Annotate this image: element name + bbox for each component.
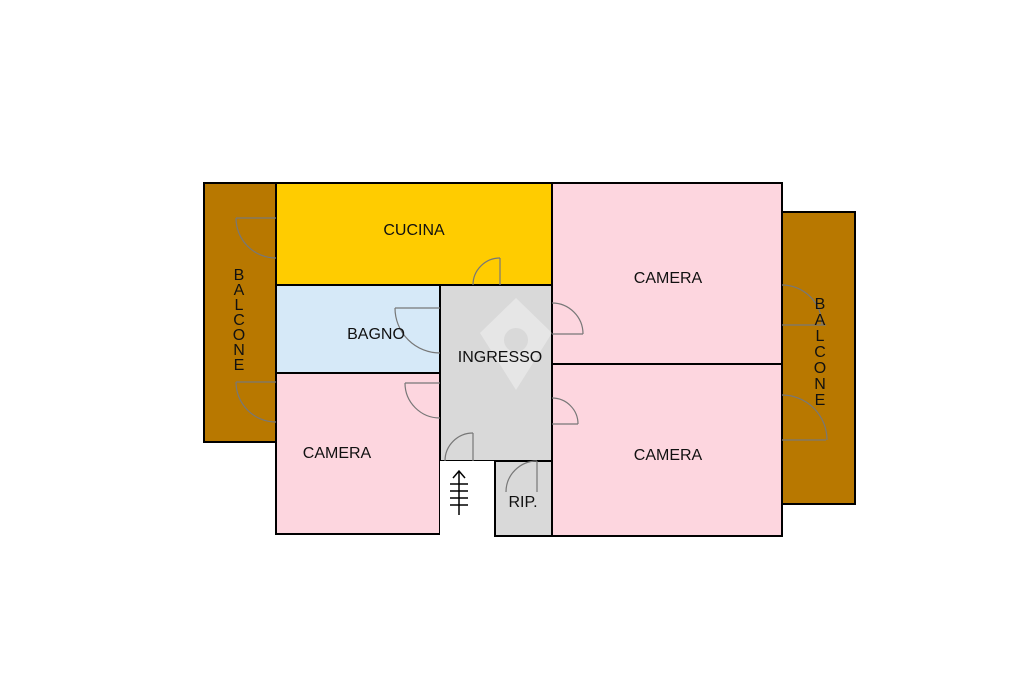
door-balcone-left-bottom <box>235 381 277 423</box>
door-entrance <box>444 432 474 462</box>
camera-bottom-right-label: CAMERA <box>634 447 703 464</box>
bagno-label: BAGNO <box>347 326 405 343</box>
door-ripostiglio <box>505 460 538 493</box>
door-cucina <box>472 257 501 286</box>
watermark-logo-icon <box>480 298 552 390</box>
cucina-area <box>275 182 553 286</box>
door-balcone-right-bottom <box>781 394 828 441</box>
ingresso-label: INGRESSO <box>458 349 542 366</box>
door-balcone-right-top <box>781 284 826 326</box>
door-camera-bottom-left <box>404 382 441 419</box>
camera-bottom-right-area <box>551 363 783 537</box>
ingresso-area <box>439 284 553 462</box>
door-camera-bottom-right <box>551 397 579 425</box>
ripostiglio-label: RIP. <box>508 494 537 511</box>
camera-top-right-label: CAMERA <box>634 270 703 287</box>
door-balcone-left-top <box>235 217 277 259</box>
camera-bottom-left-label: CAMERA <box>303 445 372 462</box>
balcone-right-area <box>781 211 856 505</box>
door-bagno <box>394 307 441 354</box>
door-camera-top-right <box>551 302 584 335</box>
ripostiglio-area <box>494 460 553 537</box>
camera-bottom-left-area <box>275 372 441 535</box>
cucina-label: CUCINA <box>383 222 445 239</box>
stairs-icon <box>450 469 468 515</box>
camera-top-right-area <box>551 182 783 365</box>
